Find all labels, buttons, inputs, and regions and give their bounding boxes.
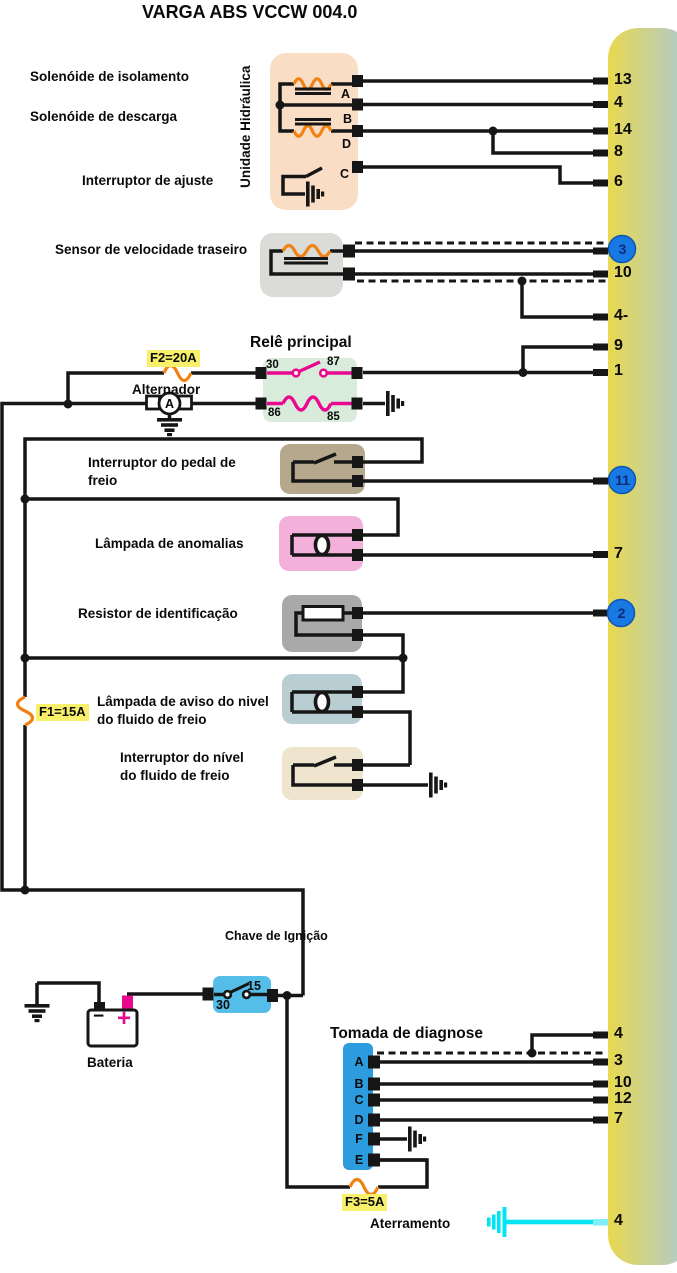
relay-contact-85: 85 [327, 411, 340, 423]
label-ignition-switch: Chave de Ignição [225, 929, 328, 943]
ecu-pin-circles [606, 234, 637, 628]
ecu-pin-6: 6 [614, 173, 623, 190]
ecu-pin-10: 10 [614, 264, 632, 281]
ecu-pin-4b: 4 [614, 1025, 623, 1042]
ecu-pin-7: 7 [614, 545, 623, 562]
label-fluid-warn-lamp: Lâmpada de aviso do nivel do fluido de f… [97, 694, 269, 727]
chassis-ground-cyan-icon [487, 1207, 608, 1237]
fuse-f3-icon [348, 1177, 380, 1197]
ecu-pin-12: 12 [614, 1090, 632, 1107]
coil-cores [284, 87, 331, 265]
solenoid-coil-d [292, 124, 333, 138]
sensor-coil [281, 243, 332, 259]
label-diagnostic-socket: Tomada de diagnose [330, 1025, 484, 1042]
ecu-pin-3b: 3 [614, 1052, 623, 1069]
relay-coil [281, 395, 333, 412]
ecu-pin-14: 14 [614, 121, 632, 138]
diagnostic-connector-box [343, 1043, 373, 1170]
fuse-f1-icon [15, 695, 35, 727]
anomaly-lamp-icon [313, 533, 331, 557]
alternator-symbol-letter: A [164, 397, 175, 411]
ecu-pin-3-circled: 3 [618, 241, 627, 257]
label-id-resistor: Resistor de identificação [78, 606, 238, 621]
ecu-connector-bar [608, 28, 677, 1265]
hydraulic-terminal-a: A [341, 87, 351, 101]
ecu-pin-4-ground: 4 [614, 1212, 623, 1229]
diag-pin-d: D [354, 1113, 364, 1127]
diag-pin-b: B [354, 1077, 364, 1091]
ignition-switch-icon [222, 989, 252, 1000]
battery-icon [86, 995, 139, 1048]
ecu-pin-4minus: 4- [614, 307, 629, 324]
fuse-f2-icon [162, 363, 193, 383]
diag-pin-f: F [355, 1132, 363, 1146]
fuse-f1-label: F1=15A [36, 704, 89, 721]
diag-pin-c: C [354, 1093, 364, 1107]
label-adjust-switch: Interruptor de ajuste [82, 173, 214, 188]
diag-pin-e: E [354, 1153, 364, 1167]
fuse-f2-label: F2=20A [147, 350, 200, 367]
battery-plus-sign: + [117, 1005, 132, 1032]
relay-contacts [267, 360, 352, 412]
terminals [202, 75, 380, 1167]
ecu-pin-stubs [593, 77, 608, 1124]
page-title: VARGA ABS VCCW 004.0 [142, 2, 358, 22]
fuse-f3-label: F3=5A [342, 1194, 388, 1211]
resistor-icon [301, 605, 345, 622]
ignition-terminal-15: 15 [247, 979, 261, 993]
ecu-pin-7b: 7 [614, 1110, 623, 1127]
label-battery: Bateria [87, 1055, 133, 1070]
relay-contact-30: 30 [266, 359, 279, 371]
hydraulic-terminal-d: D [342, 137, 352, 151]
label-alternator: Alternador [132, 382, 201, 397]
ecu-pin-4: 4 [614, 94, 623, 111]
label-solenoid-isolation: Solenóide de isolamento [30, 69, 190, 84]
label-main-relay: Relê principal [250, 334, 352, 351]
speed-sensor-box [260, 233, 343, 297]
ecu-pin-8: 8 [614, 143, 623, 160]
ecu-pin-13: 13 [614, 71, 632, 88]
hydraulic-terminal-b: B [343, 112, 353, 126]
ignition-terminal-30: 30 [216, 998, 230, 1012]
label-speed-sensor: Sensor de velocidade traseiro [55, 242, 248, 257]
battery-minus-sign: − [93, 1006, 105, 1027]
label-anomaly-lamp: Lâmpada de anomalias [95, 536, 244, 551]
label-ground: Aterramento [370, 1216, 451, 1231]
label-hydraulic-unit: Unidade Hidráulica [238, 65, 254, 188]
hydraulic-terminal-c: C [340, 167, 350, 181]
wires [0, 79, 593, 1189]
label-brake-pedal-switch: Interruptor do pedal de freio [88, 455, 236, 488]
fluid-warn-lamp-icon [313, 690, 331, 714]
label-fluid-level-switch: Interruptor do nível do fluido de freio [120, 750, 244, 783]
diag-pin-a: A [354, 1055, 364, 1069]
shield-wires [355, 241, 606, 1055]
alternator-icon [145, 391, 193, 416]
junction-dots [20, 100, 537, 1058]
ecu-pin-11-circled: 11 [615, 472, 630, 488]
id-resistor-box [282, 595, 362, 652]
ecu-pin-1: 1 [614, 362, 623, 379]
ecu-pin-2-circled: 2 [617, 605, 626, 621]
relay-contact-86: 86 [268, 407, 281, 419]
relay-contact-87: 87 [327, 356, 340, 368]
ecu-pin-9: 9 [614, 337, 623, 354]
label-solenoid-discharge: Solenóide de descarga [30, 109, 178, 124]
ecu-pin-10b: 10 [614, 1074, 632, 1091]
